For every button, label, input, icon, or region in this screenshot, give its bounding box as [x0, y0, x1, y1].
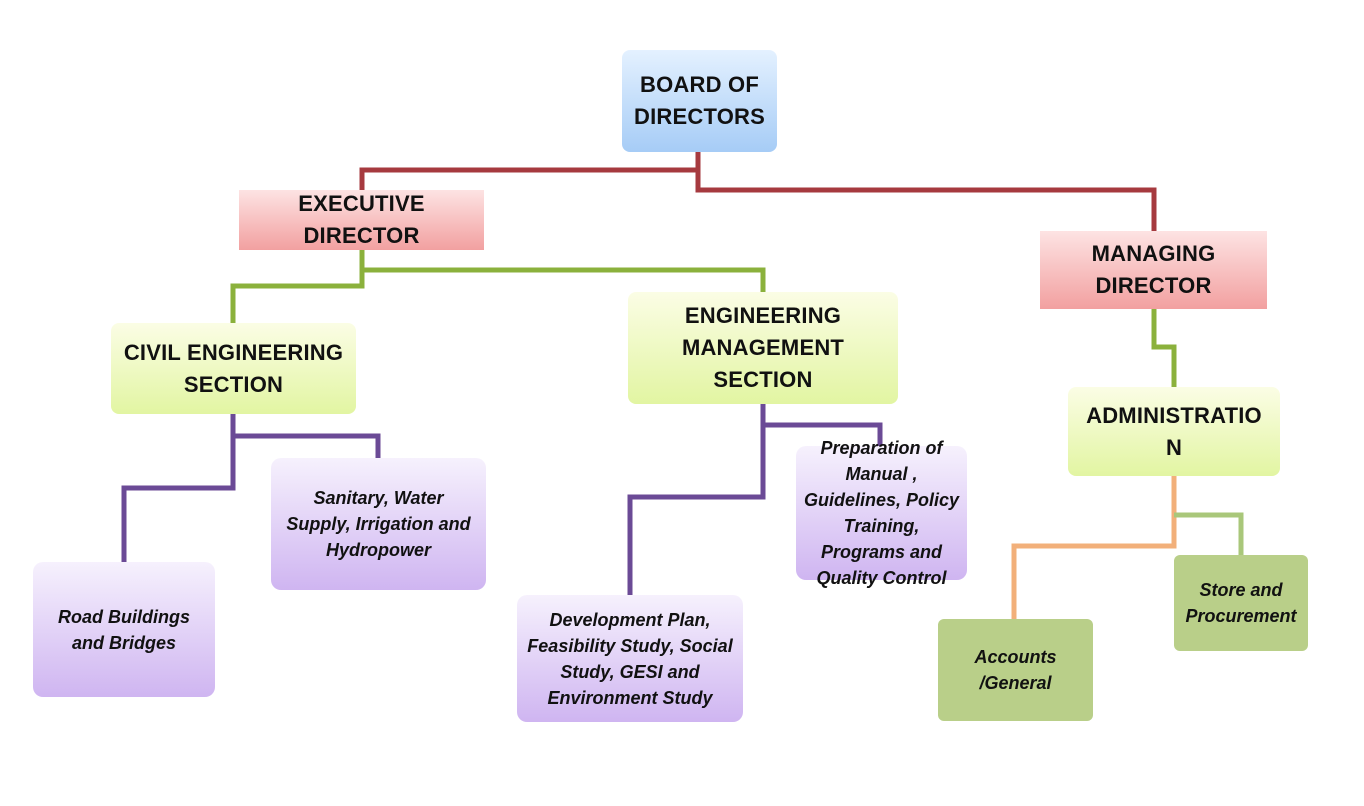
connector-executive-civil	[230, 250, 365, 323]
development-plan-label: Development Plan, Feasibility Study, Soc…	[527, 609, 733, 708]
accounts-general-label: Accounts /General	[974, 647, 1057, 693]
engineering-management-section-label: ENGINEERING MANAGEMENT SECTION	[681, 303, 845, 392]
managing-director-label: MANAGING DIRECTOR	[1091, 241, 1216, 298]
administration-label: ADMINISTRATIO N	[1086, 402, 1262, 460]
development-plan-box: Development Plan, Feasibility Study, Soc…	[517, 595, 743, 722]
board-of-directors-label: BOARD OF DIRECTORS	[634, 72, 765, 129]
road-buildings-bridges-box: Road Buildings and Bridges	[33, 562, 215, 697]
accounts-general-box: Accounts /General	[938, 619, 1093, 721]
connector-engmgmt-preparation	[763, 422, 883, 446]
sanitary-water-box: Sanitary, Water Supply, Irrigation and H…	[271, 458, 486, 590]
civil-engineering-section-box: CIVIL ENGINEERING SECTION	[111, 323, 356, 414]
administration-box: ADMINISTRATIO N	[1068, 387, 1280, 476]
connector-board-executive	[359, 152, 701, 190]
executive-director-label: EXECUTIVE DIRECTOR	[298, 191, 425, 248]
executive-director-box: EXECUTIVE DIRECTOR	[239, 190, 484, 250]
board-of-directors-box: BOARD OF DIRECTORS	[622, 50, 777, 152]
connector-admin-store	[1174, 512, 1244, 555]
store-procurement-label: Store and Procurement	[1185, 580, 1297, 626]
store-procurement-box: Store and Procurement	[1174, 555, 1308, 651]
managing-director-box: MANAGING DIRECTOR	[1040, 231, 1267, 309]
connector-board-managing	[695, 170, 1157, 231]
engineering-management-section-box: ENGINEERING MANAGEMENT SECTION	[628, 292, 898, 404]
civil-engineering-section-label: CIVIL ENGINEERING SECTION	[123, 339, 344, 397]
road-buildings-bridges-label: Road Buildings and Bridges	[58, 606, 190, 653]
connector-managing-admin	[1151, 309, 1177, 387]
connector-civil-road	[121, 414, 236, 562]
connector-executive-engmgmt	[362, 267, 766, 292]
connector-admin-accounts	[1011, 476, 1177, 619]
connector-engmgmt-development	[627, 404, 766, 595]
preparation-of-manual-box: Preparation of Manual , Guidelines, Poli…	[796, 438, 967, 588]
sanitary-water-label: Sanitary, Water Supply, Irrigation and H…	[286, 488, 471, 560]
connector-civil-sanitary	[233, 433, 381, 458]
preparation-of-manual-label: Preparation of Manual , Guidelines, Poli…	[803, 438, 960, 588]
